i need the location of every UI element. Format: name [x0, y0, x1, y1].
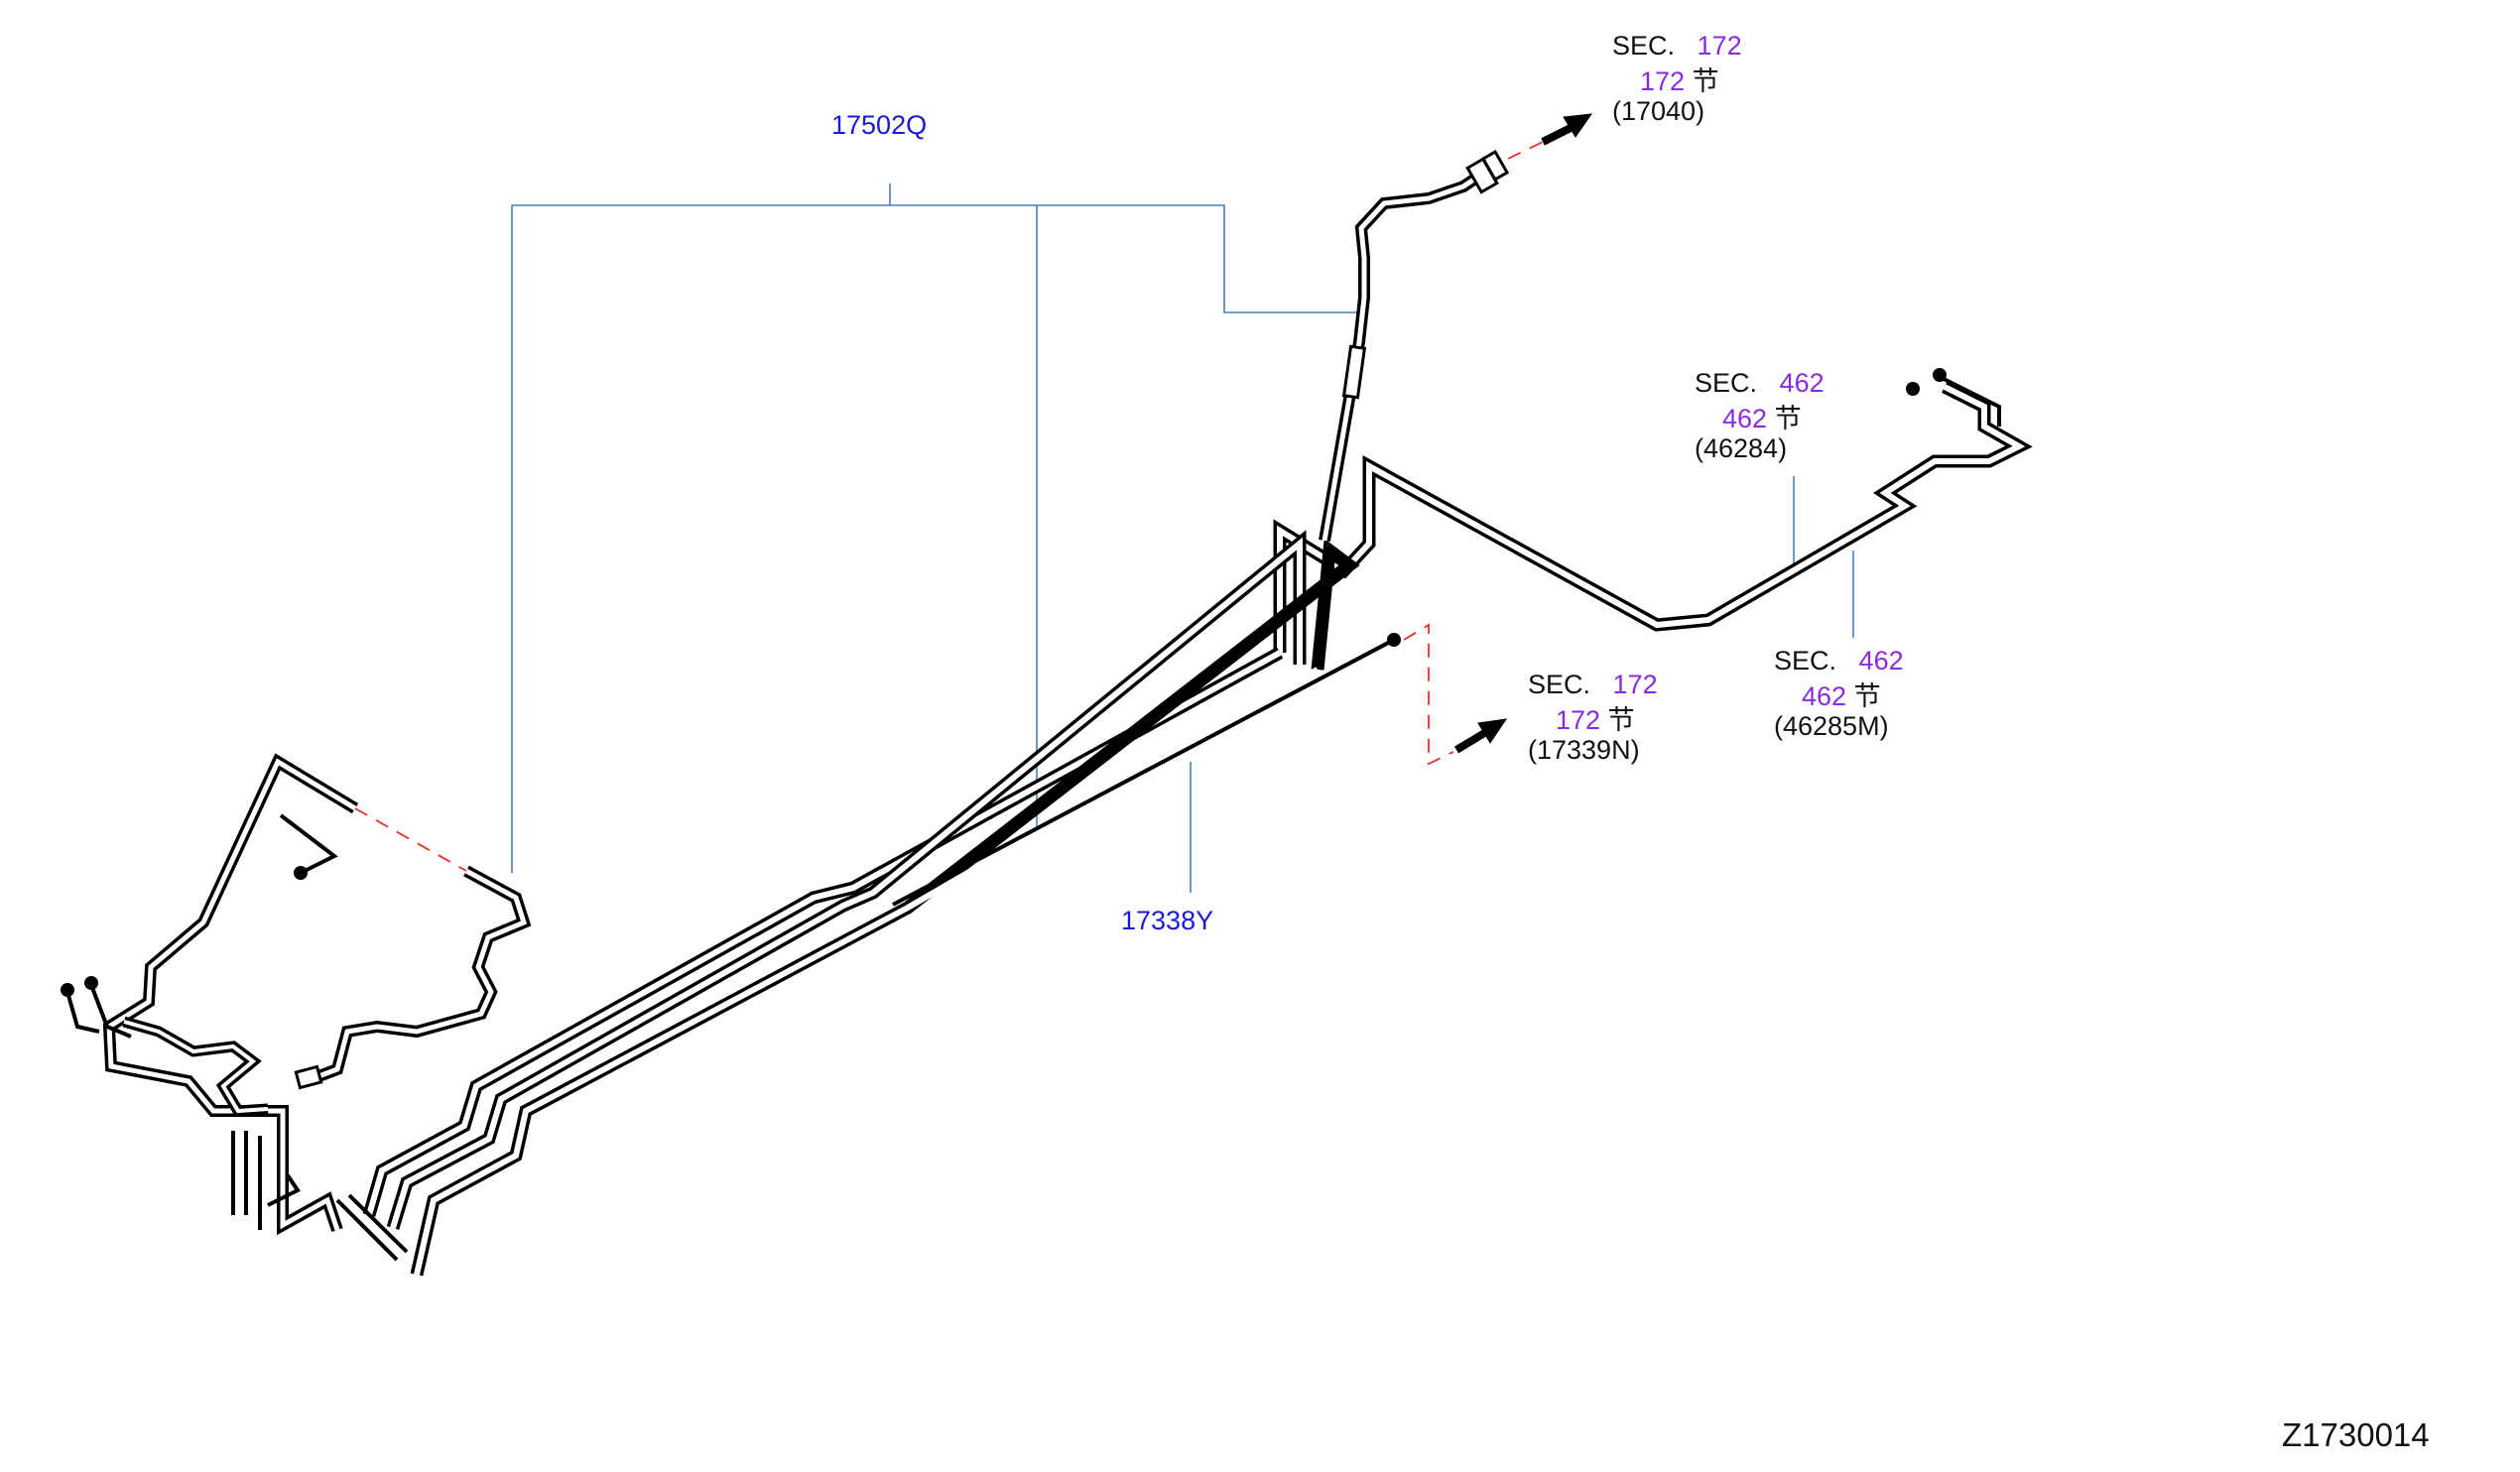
sec-glyph: 节 — [1692, 66, 1719, 96]
section-ref-46285m: SEC. 462 462 节 (46285M) — [1774, 643, 1904, 744]
dashed-mid — [1403, 623, 1454, 766]
end-dot — [61, 983, 74, 997]
dashed-left — [354, 807, 467, 872]
clip-vertical — [1341, 344, 1367, 400]
end-dot — [84, 976, 98, 990]
arrow-top-shaft — [1541, 123, 1575, 146]
sec-number-link[interactable]: 462 — [1722, 404, 1768, 433]
thin-stub-left — [279, 813, 338, 875]
sec-label: SEC. — [1612, 31, 1676, 61]
sec-number-link[interactable]: 462 — [1779, 368, 1825, 398]
sec-code: (17339N) — [1528, 735, 1640, 765]
arrow-top-head — [1563, 113, 1593, 138]
section-ref-row: 172 节 — [1612, 63, 1742, 99]
sec-glyph: 节 — [1853, 681, 1881, 711]
section-ref-17339n: SEC. 172 172 节 (17339N) — [1528, 667, 1658, 768]
arrow-mid-shaft — [1453, 728, 1489, 754]
end-dot — [1906, 382, 1920, 396]
section-ref-row: SEC. 172 — [1528, 667, 1658, 702]
pipe-main-1 — [1273, 381, 2033, 653]
section-ref-row: SEC. 462 — [1695, 365, 1825, 401]
thin-lines — [65, 375, 2001, 1039]
sec-label: SEC. — [1528, 670, 1591, 699]
section-ref-row: SEC. 462 — [1774, 643, 1904, 678]
pipe-bundle — [102, 172, 2033, 1277]
sec-label: SEC. — [1695, 368, 1758, 398]
sec-code: (46284) — [1695, 433, 1788, 463]
pipe-main-2 — [362, 647, 1284, 1217]
section-ref-row: 462 节 — [1695, 401, 1825, 436]
part-label-17502q[interactable]: 17502Q — [831, 110, 928, 140]
section-ref-row: SEC. 172 — [1612, 28, 1742, 63]
sec-code: (46285M) — [1774, 711, 1889, 741]
sec-number-link[interactable]: 172 — [1612, 670, 1658, 699]
pipe-main-3 — [386, 530, 1307, 1230]
leader-lines — [511, 184, 1854, 893]
connector-left-hose-end — [294, 1064, 323, 1090]
sec-number-link[interactable]: 462 — [1802, 681, 1847, 711]
sec-code: (17040) — [1612, 96, 1705, 126]
thin-line-mid — [892, 638, 1395, 907]
sec-number-link[interactable]: 172 — [1640, 66, 1686, 96]
pipe-left-bundle-3 — [231, 1131, 409, 1262]
end-dot — [1387, 633, 1401, 647]
dashed-leaders — [354, 141, 1544, 872]
pipe-left-bundle-2 — [122, 1016, 269, 1117]
direction-arrows — [1453, 113, 1593, 754]
pipe-left-bundle — [102, 753, 359, 1236]
section-ref-17040: SEC. 172 172 节 (17040) — [1612, 28, 1742, 129]
pipe-vertical — [1319, 172, 1482, 543]
pipe-left-hose — [303, 865, 532, 1087]
diagram-id: Z1730014 — [2282, 1416, 2430, 1453]
pipe-main-4 — [410, 538, 1360, 1277]
sec-glyph: 节 — [1774, 404, 1802, 433]
part-label-17338y[interactable]: 17338Y — [1121, 906, 1214, 935]
thin-stub-top-right — [1939, 375, 2001, 427]
thin-stub-far-left-1 — [65, 991, 100, 1034]
end-dot — [294, 866, 308, 880]
sec-label: SEC. — [1774, 646, 1837, 675]
leader-17502q-main — [511, 204, 1359, 873]
thin-stub-far-left-2 — [89, 984, 132, 1039]
section-ref-row: 172 节 — [1528, 702, 1658, 738]
section-ref-46284: SEC. 462 462 节 (46284) — [1695, 365, 1825, 466]
sec-number-link[interactable]: 462 — [1858, 646, 1904, 675]
end-dots — [61, 368, 1947, 997]
section-ref-row: 462 节 — [1774, 678, 1904, 714]
sec-number-link[interactable]: 172 — [1697, 31, 1742, 61]
dashed-top — [1507, 141, 1544, 160]
end-dot — [1933, 368, 1947, 382]
sec-number-link[interactable]: 172 — [1556, 705, 1601, 735]
arrow-mid-head — [1477, 718, 1508, 744]
sec-glyph: 节 — [1607, 705, 1635, 735]
connector-17040 — [1465, 150, 1510, 194]
